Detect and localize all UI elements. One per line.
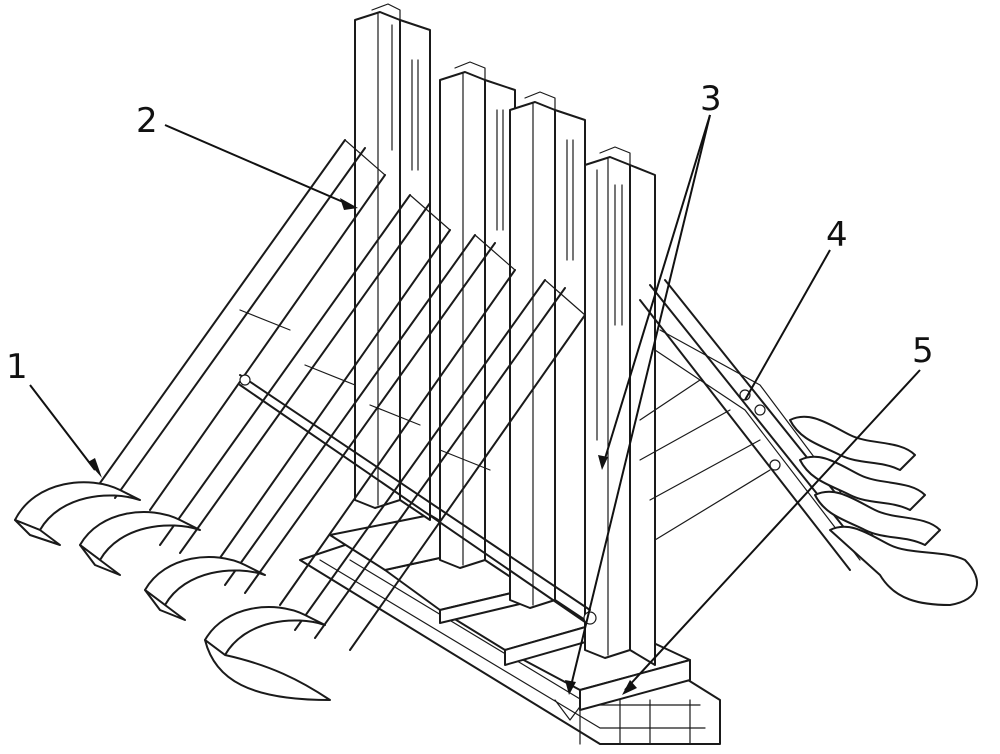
callout-leaders	[29, 114, 921, 695]
callout-labels: 1 2 3 4 5	[6, 79, 934, 387]
callout-5: 5	[912, 331, 934, 371]
vertical-columns	[354, 3, 656, 666]
right-inclined-struts	[639, 279, 886, 571]
callout-1: 1	[6, 347, 28, 387]
callout-3: 3	[700, 79, 722, 119]
callout-2: 2	[136, 101, 158, 141]
callout-4: 4	[826, 215, 848, 255]
left-inclined-frames	[94, 139, 597, 651]
left-curved-feet	[14, 481, 331, 701]
right-curved-feet	[789, 415, 978, 606]
